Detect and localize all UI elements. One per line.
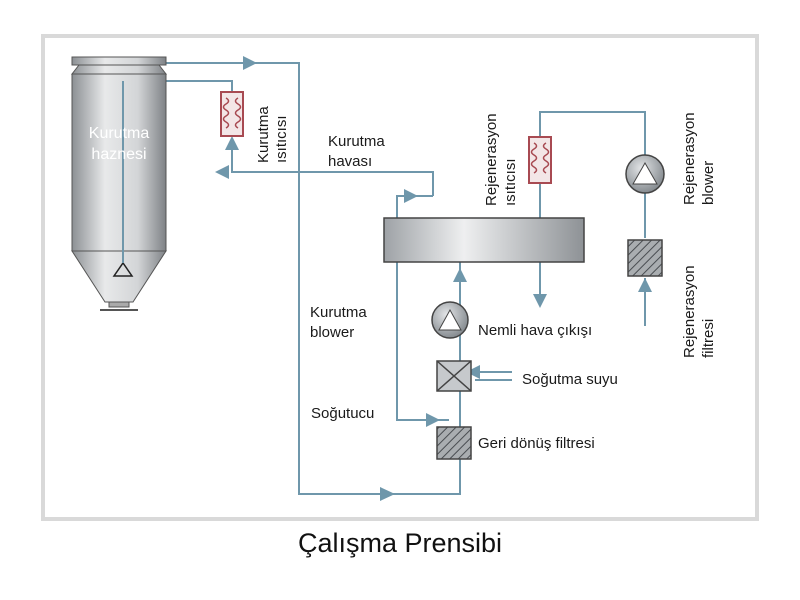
diagram-frame — [41, 34, 759, 521]
cone-icon — [112, 261, 134, 277]
regen-blower-label-line2: blower — [700, 161, 717, 205]
drying-tank — [70, 56, 168, 311]
tank-label-line2: haznesi — [91, 146, 146, 163]
wheel-top-loop — [396, 195, 433, 218]
drying-air-label-line1: Kurutma — [328, 133, 385, 150]
regen-filter-label-line1: Rejenerasyon — [681, 265, 698, 358]
return-filter — [436, 426, 472, 460]
blower-triangle-icon — [438, 308, 462, 331]
tank-label-line1: Kurutma — [89, 125, 150, 142]
regen-filter — [627, 239, 663, 277]
drying-heater-label-line2: ısıtıcısı — [273, 115, 290, 163]
heater-coil-icon — [222, 97, 242, 129]
humid-air-out-label: Nemli hava çıkışı — [478, 322, 592, 339]
flow-arrows — [215, 56, 652, 501]
cooler — [436, 360, 472, 392]
drying-blower-label-line2: blower — [310, 324, 354, 341]
arrow-icon — [453, 268, 467, 282]
drying-heater — [220, 91, 244, 137]
drying-heater-label-line1: Kurutma — [255, 106, 272, 163]
regen-heater-label-line2: ısıtıcısı — [502, 158, 519, 206]
arrow-icon — [215, 165, 229, 179]
arrow-icon — [466, 365, 480, 379]
drying-air-pipe — [231, 138, 434, 196]
cooler-label: Soğutucu — [311, 405, 374, 422]
arrow-icon — [426, 413, 440, 427]
drying-air-label-line2: havası — [328, 153, 372, 170]
heater-coil-icon — [530, 142, 550, 174]
cooler-bypass-pipe — [396, 262, 449, 421]
regen-heater — [528, 136, 552, 184]
regen-blower-label-line1: Rejenerasyon — [681, 112, 698, 205]
arrow-icon — [225, 136, 239, 150]
regen-blower — [625, 154, 665, 194]
drying-blower-label-line1: Kurutma — [310, 304, 367, 321]
arrow-icon — [404, 189, 418, 203]
regen-filter-label-line2: filtresi — [700, 319, 717, 358]
arrow-icon — [243, 56, 257, 70]
drying-blower — [431, 301, 469, 339]
diagram-title: Çalışma Prensibi — [297, 528, 503, 558]
pipes — [122, 62, 646, 495]
blower-triangle-icon — [632, 161, 658, 185]
desiccant-wheel — [383, 217, 585, 263]
arrow-icon — [380, 487, 395, 501]
arrow-icon — [533, 294, 547, 308]
regen-heater-label-line1: Rejenerasyon — [483, 113, 500, 206]
arrow-icon — [638, 278, 652, 292]
drying-air-supply-pipe — [163, 62, 461, 495]
regen-loop-pipe — [539, 111, 646, 155]
return-filter-label: Geri dönüş filtresi — [478, 435, 595, 452]
cooling-water-label: Soğutma suyu — [522, 371, 618, 388]
